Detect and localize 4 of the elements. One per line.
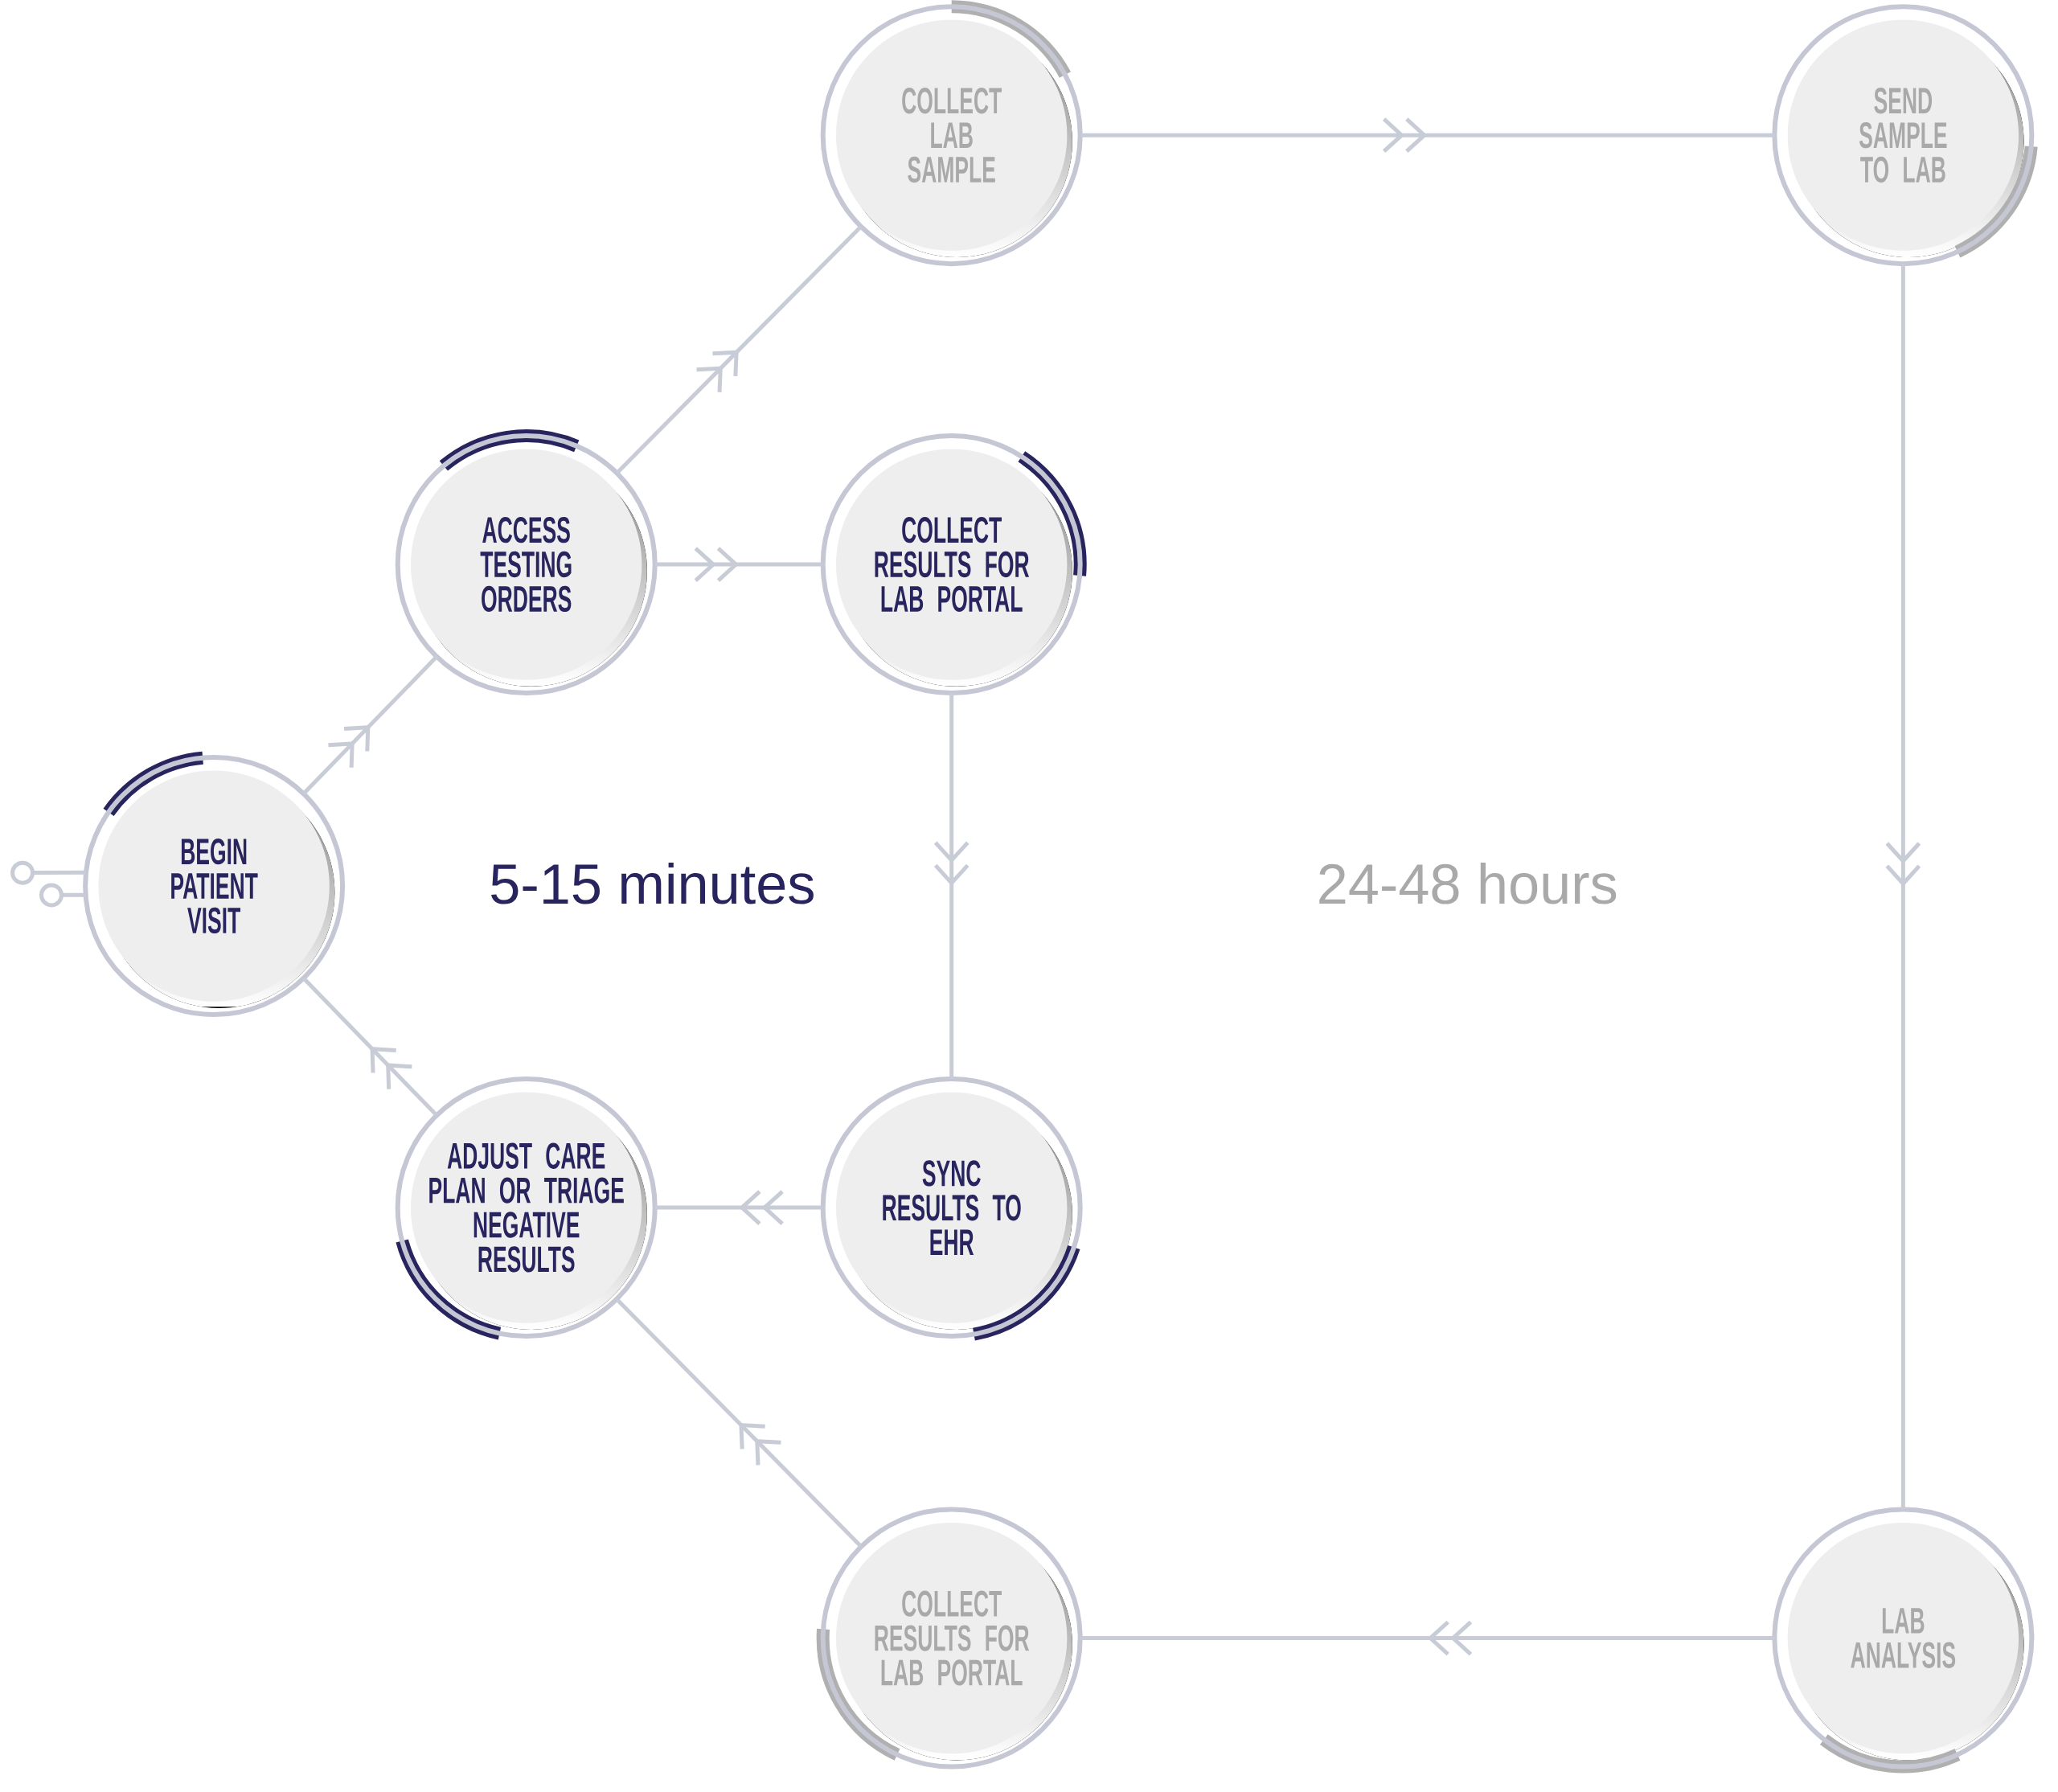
connector-line (10, 860, 86, 885)
duration-label: 24-48 hours (1319, 863, 1617, 904)
connector-line (39, 883, 86, 908)
duration-label: 5-15 minutes (491, 863, 814, 904)
